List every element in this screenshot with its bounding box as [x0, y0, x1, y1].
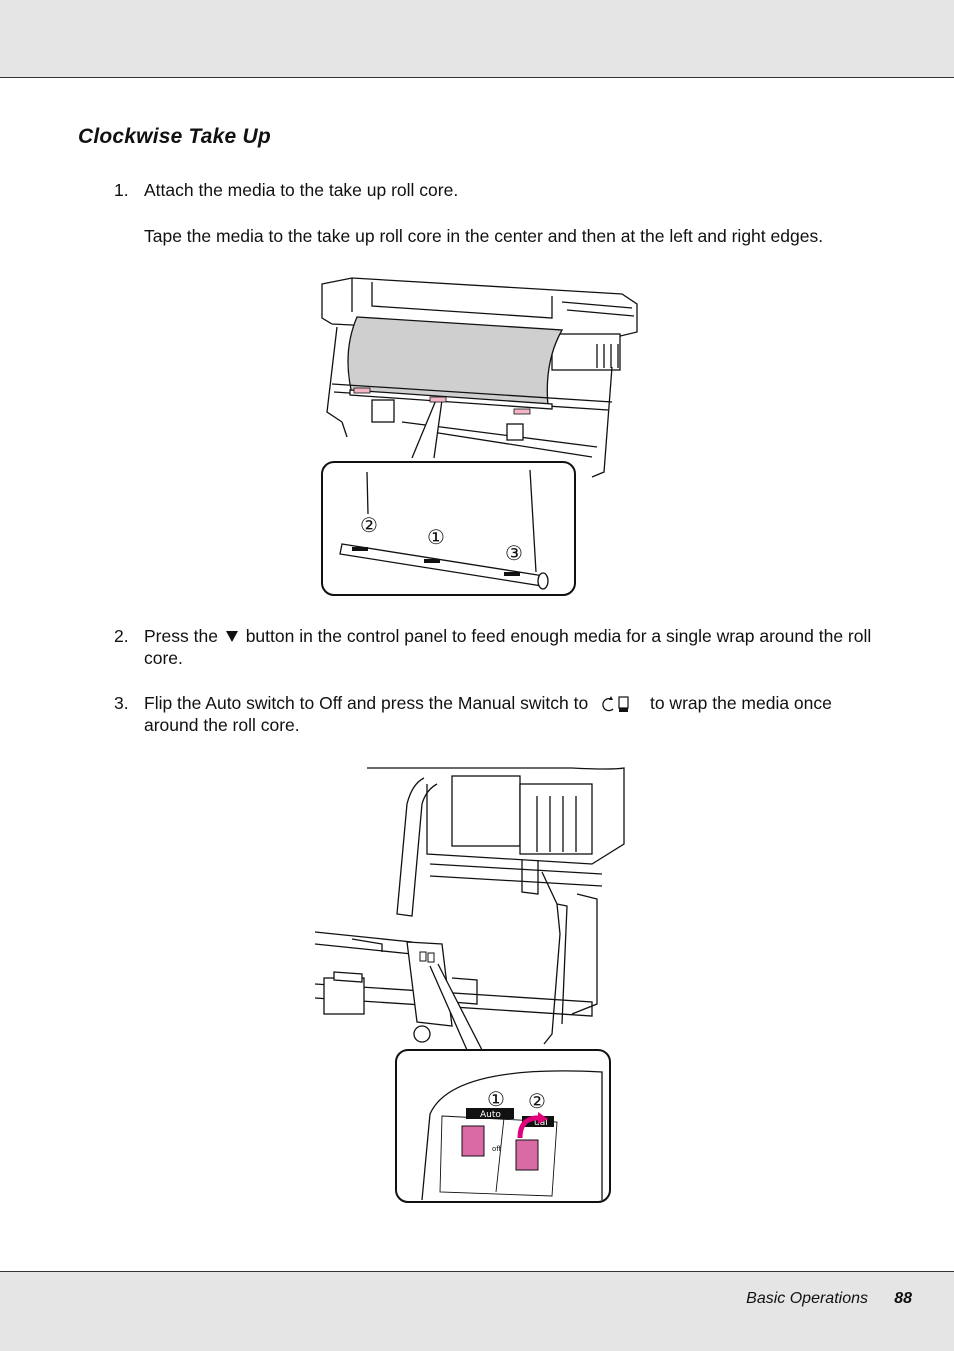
auto-manual-switch-illustration: Auto ual off ① ②: [314, 767, 625, 1203]
callout-2: ②: [528, 1089, 546, 1113]
take-up-roll-tape-illustration: ② ① ③: [321, 277, 638, 596]
off-label: off: [492, 1145, 501, 1153]
clockwise-wind-icon: [602, 696, 629, 713]
footer-section-name: Basic Operations: [746, 1290, 868, 1307]
manual-label: ual: [534, 1118, 548, 1128]
footer-band: [0, 1271, 954, 1351]
auto-label: Auto: [480, 1110, 501, 1120]
callout-1: ①: [487, 1087, 505, 1111]
step-number: 1.: [114, 180, 129, 200]
step-text: Attach the media to the take up roll cor…: [144, 180, 459, 200]
step-number: 2.: [114, 626, 129, 646]
step-text-after: to wrap the media once around the roll c…: [144, 693, 832, 736]
callout-1: ①: [427, 525, 445, 549]
callout-3: ③: [505, 541, 523, 565]
step-text-after: button in the control panel to feed enou…: [144, 626, 872, 668]
section-title: Clockwise Take Up: [78, 125, 271, 148]
header-band: [0, 0, 954, 78]
callout-2: ②: [360, 513, 378, 537]
page-number: 88: [894, 1290, 912, 1307]
step-text-before: Press the: [144, 626, 218, 646]
step-number: 3.: [114, 693, 129, 713]
down-triangle-icon: [225, 631, 238, 643]
step-text-before: Flip the Auto switch to Off and press th…: [144, 693, 589, 713]
step-1-note: Tape the media to the take up roll core …: [144, 226, 824, 246]
